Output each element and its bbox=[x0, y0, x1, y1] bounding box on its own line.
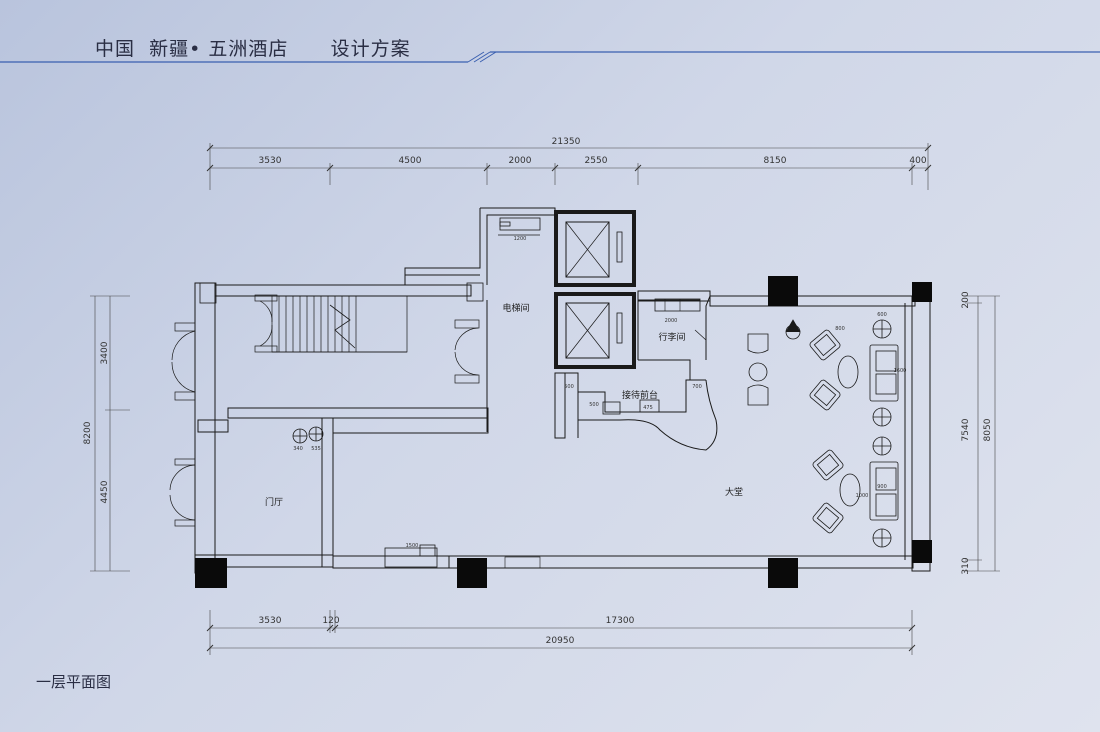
column-outlines bbox=[199, 282, 484, 304]
drawing-caption: 一层平面图 bbox=[36, 673, 112, 691]
note-2000: 2000 bbox=[665, 318, 678, 324]
dim-right-2: 7540 bbox=[961, 418, 971, 441]
note-1000: 1000 bbox=[856, 493, 869, 499]
columns bbox=[195, 276, 932, 588]
note-600: 600 bbox=[877, 312, 887, 318]
dim-right-total: 8050 bbox=[983, 418, 993, 441]
dim-top-4: 2550 bbox=[585, 156, 608, 166]
walls bbox=[194, 207, 931, 574]
dim-left-2: 4450 bbox=[100, 480, 110, 503]
elevator-shafts bbox=[554, 210, 636, 369]
header-rule bbox=[0, 51, 1100, 63]
dim-bottom-2: 120 bbox=[322, 616, 339, 626]
dim-bottom-1: 3530 bbox=[259, 616, 282, 626]
dim-top-6: 400 bbox=[909, 156, 926, 166]
room-reception: 接待前台 bbox=[622, 389, 658, 401]
note-535: 535 bbox=[311, 446, 321, 452]
note-475: 475 bbox=[643, 405, 653, 411]
dim-top-5: 8150 bbox=[764, 156, 787, 166]
elevator-counter bbox=[498, 217, 541, 236]
note-340: 340 bbox=[293, 446, 303, 452]
dimension-ticks bbox=[206, 144, 932, 652]
dim-right-3: 310 bbox=[961, 557, 971, 574]
dim-left-total: 8200 bbox=[83, 421, 93, 444]
lobby-furniture bbox=[292, 319, 899, 548]
dim-top-total: 21350 bbox=[552, 137, 581, 147]
note-900: 900 bbox=[877, 484, 887, 490]
doors bbox=[169, 294, 707, 527]
room-elevator-hall: 电梯间 bbox=[502, 302, 529, 314]
room-vestibule: 门厅 bbox=[265, 496, 283, 508]
note-500a: 500 bbox=[564, 384, 574, 390]
dim-left-1: 3400 bbox=[100, 341, 110, 364]
room-lobby: 大堂 bbox=[725, 486, 743, 498]
note-800: 800 bbox=[835, 326, 845, 332]
dim-top-1: 3530 bbox=[259, 156, 282, 166]
note-500b: 500 bbox=[589, 402, 599, 408]
room-luggage: 行李间 bbox=[658, 331, 685, 343]
note-1500: 1500 bbox=[406, 543, 419, 549]
dim-right-1: 200 bbox=[961, 291, 971, 308]
page-title: 中国 新疆• 五洲酒店 设计方案 bbox=[95, 38, 411, 60]
dim-bottom-total: 20950 bbox=[546, 636, 575, 646]
dim-top-2: 4500 bbox=[399, 156, 422, 166]
dim-bottom-3: 17300 bbox=[606, 616, 635, 626]
dim-top-3: 2000 bbox=[509, 156, 532, 166]
note-700: 700 bbox=[692, 384, 702, 390]
staircase bbox=[271, 295, 408, 353]
note-1200: 1200 bbox=[514, 236, 527, 242]
note-1600: 1600 bbox=[894, 368, 907, 374]
